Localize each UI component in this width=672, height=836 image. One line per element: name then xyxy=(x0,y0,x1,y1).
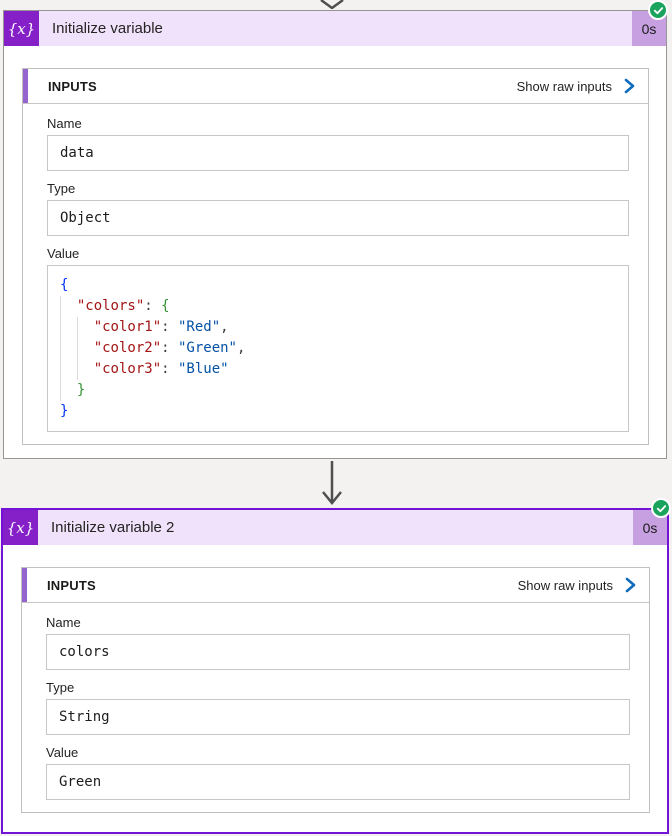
connector-arrow-top xyxy=(320,0,344,9)
indent-guide xyxy=(76,338,94,359)
action-card-initialize-variable-2: {x} Initialize variable 2 0s INPUTS Show… xyxy=(1,498,671,834)
json-line: } xyxy=(60,403,69,419)
value-field-json: { "colors": { "color1": "Red", "color2":… xyxy=(47,265,629,432)
type-field-value: String xyxy=(46,699,630,735)
json-line: "colors": { xyxy=(60,296,616,317)
name-field-value: colors xyxy=(46,634,630,670)
connector-arrow-middle xyxy=(322,461,342,505)
variable-action-icon: {x} xyxy=(4,11,39,46)
indent-guide xyxy=(60,338,77,359)
indent-guide xyxy=(60,317,77,338)
inputs-content: Name colors Type String Value Green xyxy=(22,603,649,812)
type-field-label: Type xyxy=(47,181,76,196)
inputs-content: Name data Type Object Value { "colors": … xyxy=(23,104,648,444)
name-field-label: Name xyxy=(47,116,82,131)
indent-guide xyxy=(76,317,94,338)
inputs-panel: INPUTS Show raw inputs Name data Type Ob… xyxy=(22,68,649,445)
indent-guide xyxy=(76,359,94,380)
json-line: { xyxy=(60,277,69,293)
json-line: "color3": "Blue" xyxy=(60,359,616,380)
indent-guide xyxy=(60,359,77,380)
inputs-accent-stripe xyxy=(23,69,28,103)
show-raw-inputs-label: Show raw inputs xyxy=(517,577,613,593)
inputs-panel-header: INPUTS Show raw inputs xyxy=(22,568,649,603)
type-field-value: Object xyxy=(47,200,629,236)
name-field-value: data xyxy=(47,135,629,171)
value-field-value: Green xyxy=(46,764,630,800)
inputs-panel-header: INPUTS Show raw inputs xyxy=(23,69,648,104)
show-raw-inputs-link[interactable]: Show raw inputs xyxy=(518,577,637,593)
show-raw-inputs-link[interactable]: Show raw inputs xyxy=(517,78,636,94)
inputs-panel-title: INPUTS xyxy=(48,78,97,94)
inputs-panel-title: INPUTS xyxy=(47,577,96,593)
chevron-right-icon xyxy=(624,78,635,94)
variable-action-icon: {x} xyxy=(3,510,38,545)
json-line: "color1": "Red", xyxy=(60,317,616,338)
value-field-label: Value xyxy=(47,246,80,261)
indent-guide xyxy=(60,380,77,401)
action-title: Initialize variable xyxy=(39,11,632,46)
inputs-accent-stripe xyxy=(22,568,27,602)
action-header[interactable]: {x} Initialize variable 2 0s xyxy=(3,510,667,545)
success-check-icon xyxy=(651,498,671,518)
action-header[interactable]: {x} Initialize variable 0s xyxy=(4,11,666,46)
success-check-icon xyxy=(648,0,668,20)
inputs-panel: INPUTS Show raw inputs Name colors Type … xyxy=(21,567,650,813)
action-title: Initialize variable 2 xyxy=(38,510,633,545)
type-field-label: Type xyxy=(46,680,75,695)
json-line: "color2": "Green", xyxy=(60,338,616,359)
show-raw-inputs-label: Show raw inputs xyxy=(516,78,612,94)
indent-guide xyxy=(60,296,77,317)
value-field-label: Value xyxy=(46,745,79,760)
action-card-initialize-variable: {x} Initialize variable 0s INPUTS Show r… xyxy=(3,0,668,459)
json-line: } xyxy=(60,380,616,401)
name-field-label: Name xyxy=(46,615,81,630)
chevron-right-icon xyxy=(625,577,636,593)
